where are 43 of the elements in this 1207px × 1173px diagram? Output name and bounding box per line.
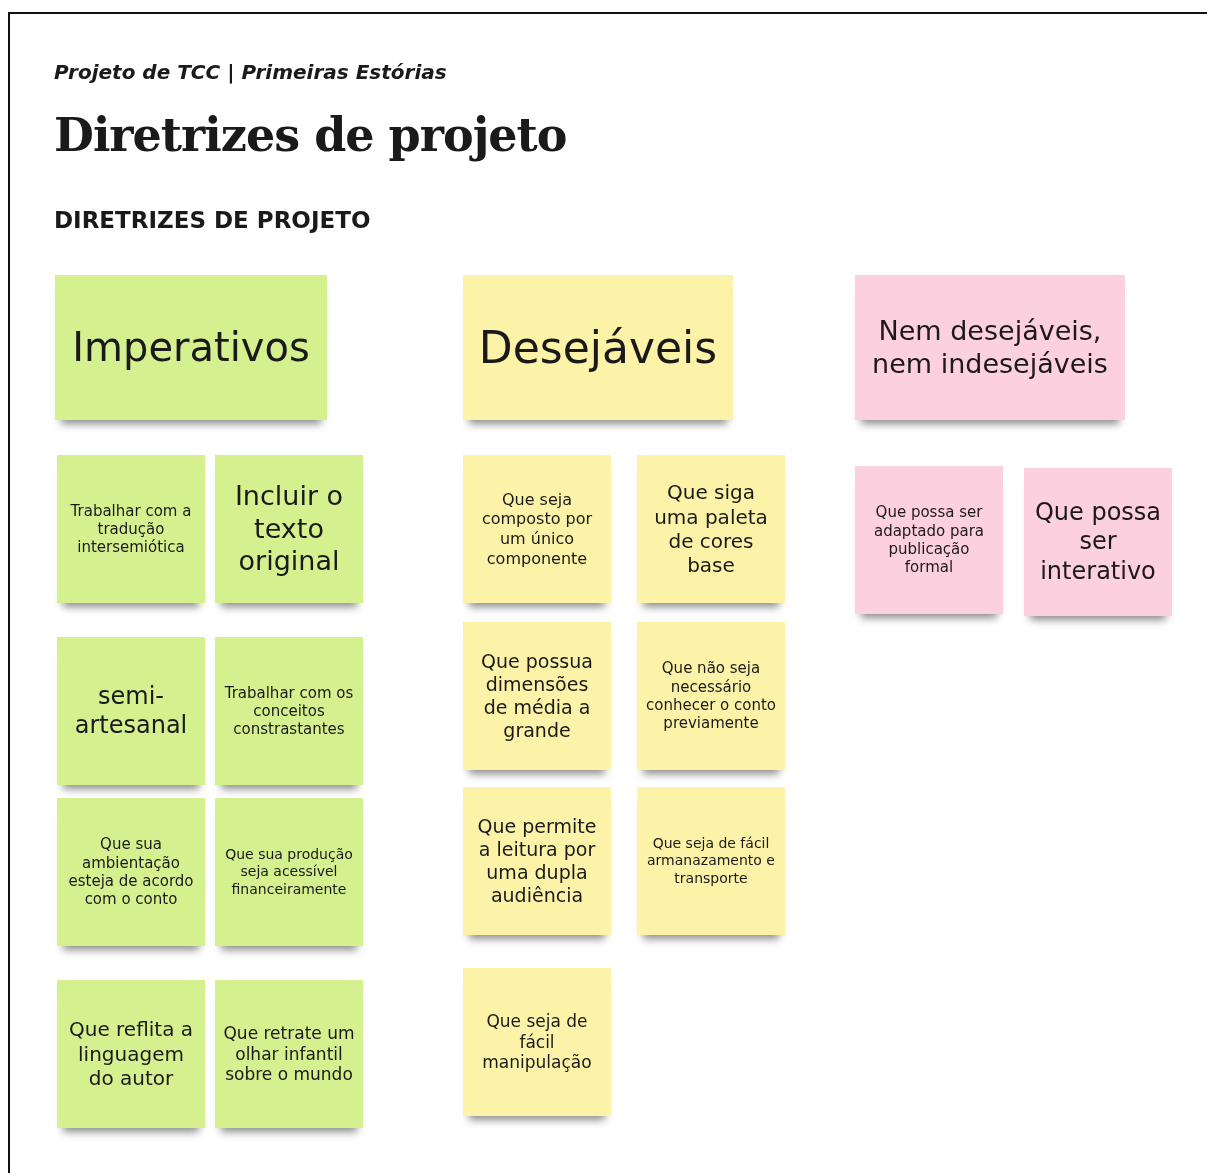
note-text: Que não seja necessário conhecer o conto previamente — [645, 659, 777, 733]
sticky-note — [57, 798, 205, 946]
note-text: Que seja de fácil manipulação — [481, 1010, 593, 1074]
note-text: Que seja de fácil armanazamento e transporte — [646, 835, 776, 887]
section-heading: DIRETRIZES DE PROJETO — [54, 207, 371, 233]
sticky-note — [855, 275, 1125, 420]
note-text: Incluir o texto original — [233, 479, 345, 579]
sticky-note — [637, 455, 785, 603]
sticky-note — [463, 787, 611, 935]
note-text: Que possa ser interativo — [1033, 498, 1163, 586]
sticky-note — [855, 466, 1003, 614]
sticky-note — [55, 275, 327, 420]
sticky-note — [463, 455, 611, 603]
sticky-note — [215, 980, 363, 1128]
note-text: Que permite a leitura por uma dupla audiência — [476, 814, 598, 908]
sticky-note — [463, 622, 611, 770]
note-text: Que reflita a linguagem do autor — [67, 1017, 194, 1091]
sticky-note — [215, 455, 363, 603]
sticky-note — [57, 637, 205, 785]
sticky-note — [57, 455, 205, 603]
note-text: Que siga uma paleta de cores base — [653, 480, 769, 578]
title: Diretrizes de projeto — [54, 108, 567, 162]
sticky-note — [637, 787, 785, 935]
sticky-note — [637, 622, 785, 770]
sticky-note — [215, 637, 363, 785]
note-text: Trabalhar com a tradução intersemiótica — [69, 501, 193, 557]
note-text: Imperativos — [72, 323, 310, 372]
note-text: Desejáveis — [478, 320, 718, 375]
sticky-note — [1024, 468, 1172, 616]
note-text: Que sua ambientação esteja de acordo com o conto — [67, 835, 195, 909]
sticky-note — [215, 798, 363, 946]
note-text: semi-artesanal — [73, 681, 189, 741]
note-text: Que possua dimensões de média a grande — [480, 649, 594, 743]
subtitle: Projeto de TCC | Primeiras Estórias — [54, 60, 447, 84]
note-text: Nem desejáveis, nem indesejáveis — [871, 314, 1109, 381]
note-text: Que retrate um olhar infantil sobre o mundo — [223, 1022, 355, 1086]
sticky-note — [57, 980, 205, 1128]
note-text: Que sua produção seja acessível financeiramente — [224, 846, 354, 898]
note-text: Que seja composto por um único componente — [480, 489, 594, 569]
sticky-note — [463, 968, 611, 1116]
sticky-note — [463, 275, 733, 420]
note-text: Trabalhar com os conceitos constrastantes — [223, 683, 355, 739]
note-text: Que possa ser adaptado para publicação formal — [872, 503, 985, 577]
